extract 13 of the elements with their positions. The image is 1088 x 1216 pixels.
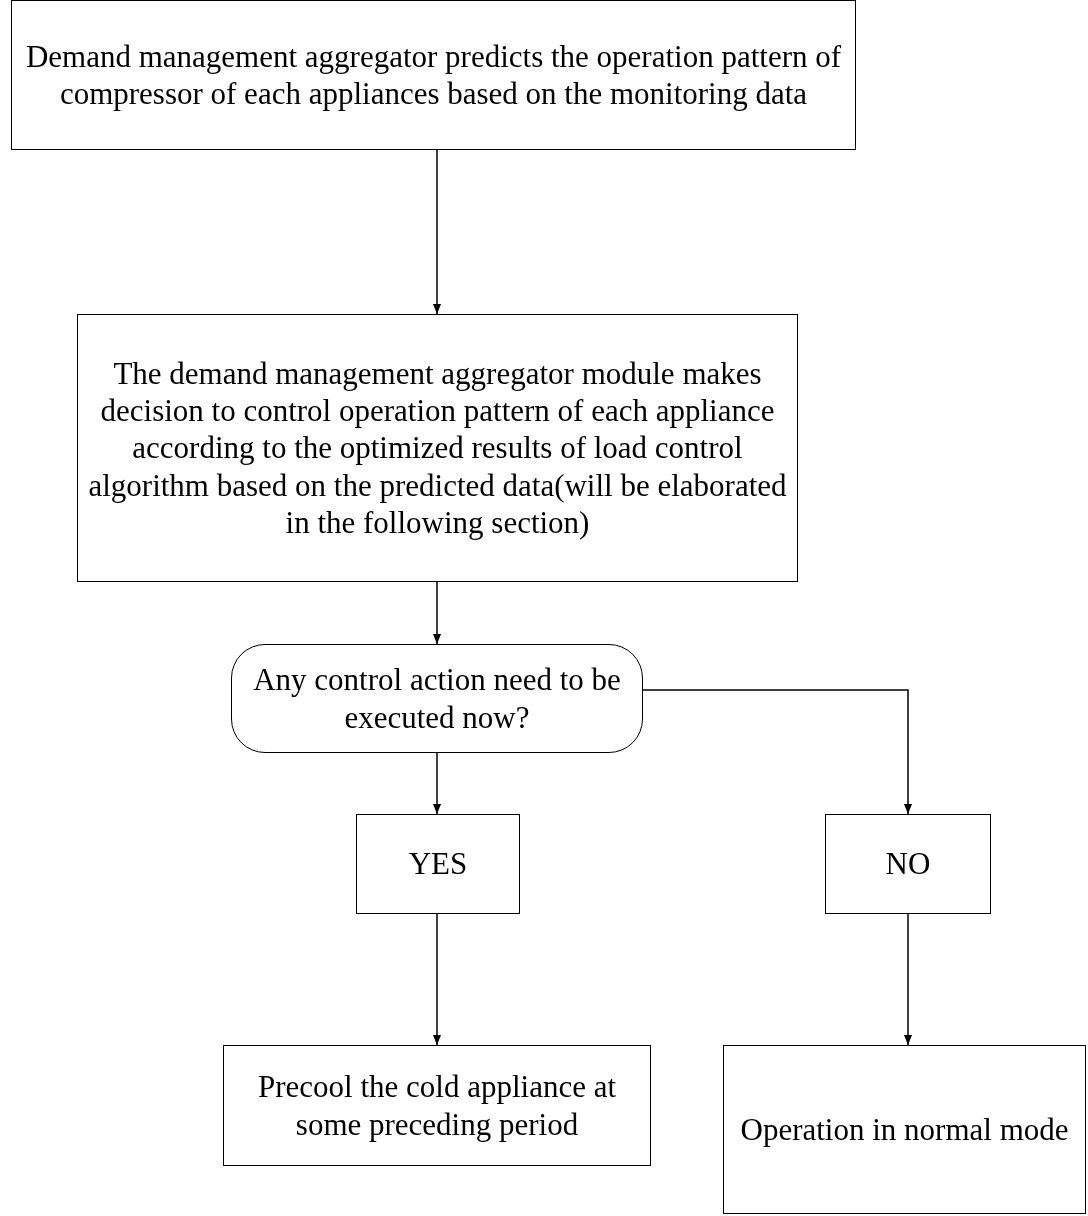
yes-box: YES	[356, 814, 520, 914]
process-box: Operation in normal mode	[723, 1045, 1086, 1214]
process-box: Demand management aggregator predicts the operation pattern of compressor of each appliances based on the monitoring data	[11, 0, 856, 150]
arrow	[433, 913, 441, 1046]
arrow	[433, 752, 441, 815]
process-box: The demand management aggregator module makes decision to control operation pattern of each appliance according to the optimized results of load control algorithm based on the predicted data(will be elaborated in the following section)	[77, 314, 798, 582]
process-box: Precool the cold appliance at some preceding period	[223, 1045, 651, 1166]
arrow	[642, 689, 912, 815]
arrow	[904, 913, 912, 1046]
arrow	[433, 581, 441, 645]
no-box: NO	[825, 814, 991, 914]
arrow	[433, 149, 441, 315]
decision-box: Any control action need to be executed now?	[231, 644, 643, 753]
